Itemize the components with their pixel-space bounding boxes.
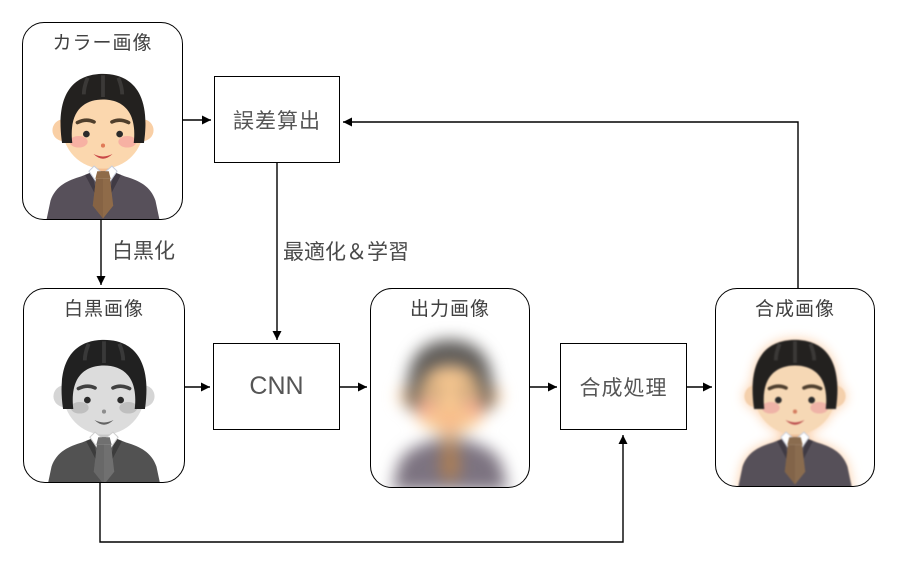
node-label: カラー画像	[52, 33, 153, 54]
node-bw-image: 白黒画像	[23, 288, 185, 483]
blurred-portrait-image	[390, 337, 510, 487]
color-portrait-image	[42, 71, 163, 219]
node-label: 合成画像	[754, 299, 835, 320]
node-label: 合成処理	[579, 376, 668, 400]
node-synthesis-process: 合成処理	[560, 343, 687, 430]
node-label: 出力画像	[409, 299, 490, 320]
node-error-calculation: 誤差算出	[214, 76, 340, 163]
node-label: 誤差算出	[233, 109, 321, 133]
node-composite-image: 合成画像	[715, 288, 875, 487]
grayscale-portrait-image	[44, 337, 164, 482]
recolorized-portrait-image	[735, 337, 855, 486]
node-cnn: CNN	[213, 343, 340, 430]
node-output-image: 出力画像	[370, 288, 530, 488]
node-color-image: カラー画像	[22, 22, 183, 220]
edge-label-bw-conversion: 白黒化	[112, 240, 175, 263]
edge-composite-to-error	[343, 117, 799, 288]
edge-label-optimization: 最適化＆学習	[283, 241, 409, 264]
node-label: CNN	[249, 372, 304, 400]
node-label: 白黒画像	[63, 299, 144, 320]
